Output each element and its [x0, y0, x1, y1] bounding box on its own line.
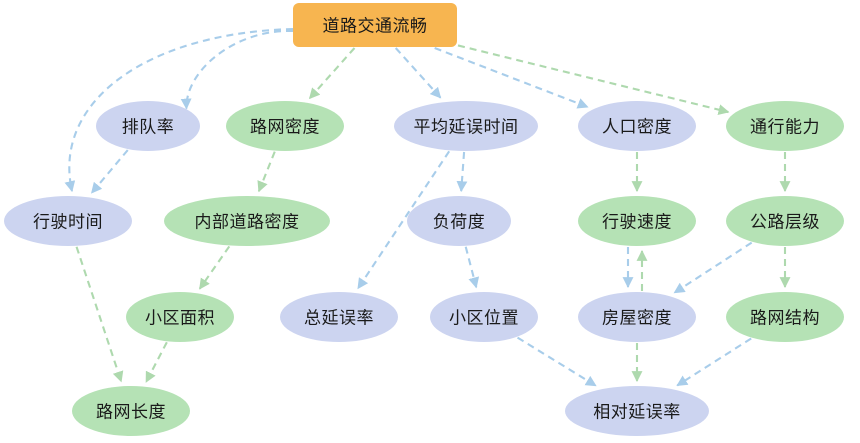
edge-n3-to-n8: [456, 151, 468, 193]
graph-node[interactable]: 负荷度: [407, 196, 511, 246]
edge-n7-to-n11: [198, 245, 231, 290]
graph-node[interactable]: 路网结构: [726, 292, 844, 342]
node-shape: [578, 196, 696, 246]
edge-root-to-n5: [457, 44, 730, 115]
edge-n8-to-n13: [464, 246, 480, 289]
graph-node[interactable]: 小区位置: [430, 292, 538, 342]
edge-root-to-n3: [394, 47, 442, 99]
graph-node[interactable]: 行驶时间: [4, 196, 132, 246]
nodes-layer: 道路交通流畅排队率路网密度平均延误时间人口密度通行能力行驶时间内部道路密度 负荷度…: [4, 3, 844, 436]
node-shape: [565, 386, 709, 436]
node-shape: [293, 3, 457, 47]
node-shape: [72, 386, 190, 436]
graph-node[interactable]: 行驶速度: [578, 196, 696, 246]
node-shape: [226, 101, 344, 151]
node-shape: [126, 292, 234, 342]
node-shape: [96, 101, 200, 151]
graph-node[interactable]: 通行能力: [726, 101, 844, 151]
graph-node[interactable]: 平均延误时间: [394, 101, 538, 151]
node-shape: [430, 292, 538, 342]
graph-node[interactable]: 内部道路密度: [164, 196, 330, 246]
edge-n6-to-n16: [75, 246, 124, 383]
node-shape: [578, 101, 696, 151]
edge-n10-to-n14: [673, 241, 753, 294]
graph-node[interactable]: 房屋密度: [578, 292, 696, 342]
edge-n13-to-n17: [516, 336, 597, 387]
edge-root-to-n2: [308, 47, 356, 100]
node-shape: [726, 196, 844, 246]
node-shape: [280, 292, 398, 342]
graph-node[interactable]: 总延误率: [280, 292, 398, 342]
graph-node[interactable]: 路网长度: [72, 386, 190, 436]
node-shape: [726, 101, 844, 151]
graph-node[interactable]: 路网密度: [226, 101, 344, 151]
node-shape: [164, 196, 330, 246]
edge-n11-to-n16: [145, 341, 168, 383]
graph-node[interactable]: 小区面积: [126, 292, 234, 342]
edge-n1-to-n6: [90, 149, 129, 194]
edge-n15-to-n17: [676, 337, 752, 387]
node-shape: [578, 292, 696, 342]
node-shape: [726, 292, 844, 342]
graph-node[interactable]: 排队率: [96, 101, 200, 151]
node-shape: [4, 196, 132, 246]
edges-layer: [64, 27, 791, 387]
edge-root-to-n6: [64, 27, 294, 193]
graph-node[interactable]: 人口密度: [578, 101, 696, 151]
edge-root-to-n1: [180, 29, 294, 110]
node-shape: [394, 101, 538, 151]
edge-n2-to-n7: [257, 151, 276, 193]
edge-n3-to-n12: [357, 150, 451, 290]
node-shape: [407, 196, 511, 246]
root-node[interactable]: 道路交通流畅: [293, 3, 457, 47]
edge-root-to-n4: [434, 47, 589, 109]
graph-node[interactable]: 公路层级: [726, 196, 844, 246]
graph-node[interactable]: 相对延误率: [565, 386, 709, 436]
